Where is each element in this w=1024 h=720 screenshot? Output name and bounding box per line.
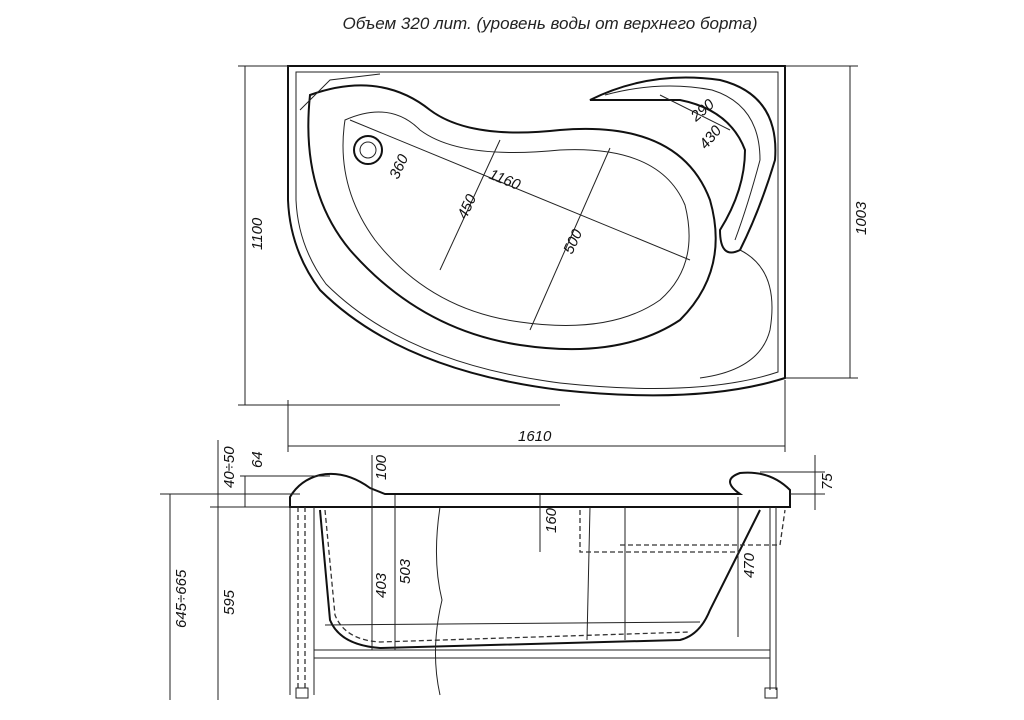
dim-64: 64 (249, 451, 266, 468)
dim-290: 290 (687, 96, 718, 126)
tub-outline-top (287, 65, 786, 397)
dim-75: 75 (819, 473, 836, 490)
side-view: 645÷665 595 40÷50 64 100 403 503 160 470… (160, 440, 836, 700)
dim-1610: 1610 (518, 428, 552, 445)
leg-foot-right (764, 687, 778, 699)
dim-430: 430 (696, 122, 726, 153)
dim-1003: 1003 (853, 201, 870, 235)
dim-360: 360 (386, 151, 412, 181)
dim-40-50: 40÷50 (221, 446, 238, 488)
top-view: 1100 1003 1610 1160 450 500 360 290 430 (238, 65, 870, 452)
dim-503: 503 (397, 558, 414, 584)
leg-foot-left (295, 687, 309, 699)
dim-403: 403 (373, 572, 390, 598)
dim-645-665: 645÷665 (173, 569, 190, 628)
dim-450: 450 (454, 191, 480, 221)
dim-595: 595 (221, 589, 238, 615)
drain-icon (353, 135, 383, 165)
seat-outline (589, 76, 777, 254)
dim-100: 100 (373, 454, 390, 480)
dim-470: 470 (741, 552, 758, 578)
dim-1100: 1100 (249, 217, 266, 250)
dim-1160: 1160 (487, 166, 524, 194)
drawing-title: Объем 320 лит. (уровень воды от верхнего… (342, 14, 758, 33)
basin-profile (319, 509, 761, 650)
dim-160: 160 (543, 507, 560, 533)
basin-outline (307, 84, 717, 351)
dim-500: 500 (560, 226, 586, 256)
tub-rim-side (289, 471, 791, 508)
